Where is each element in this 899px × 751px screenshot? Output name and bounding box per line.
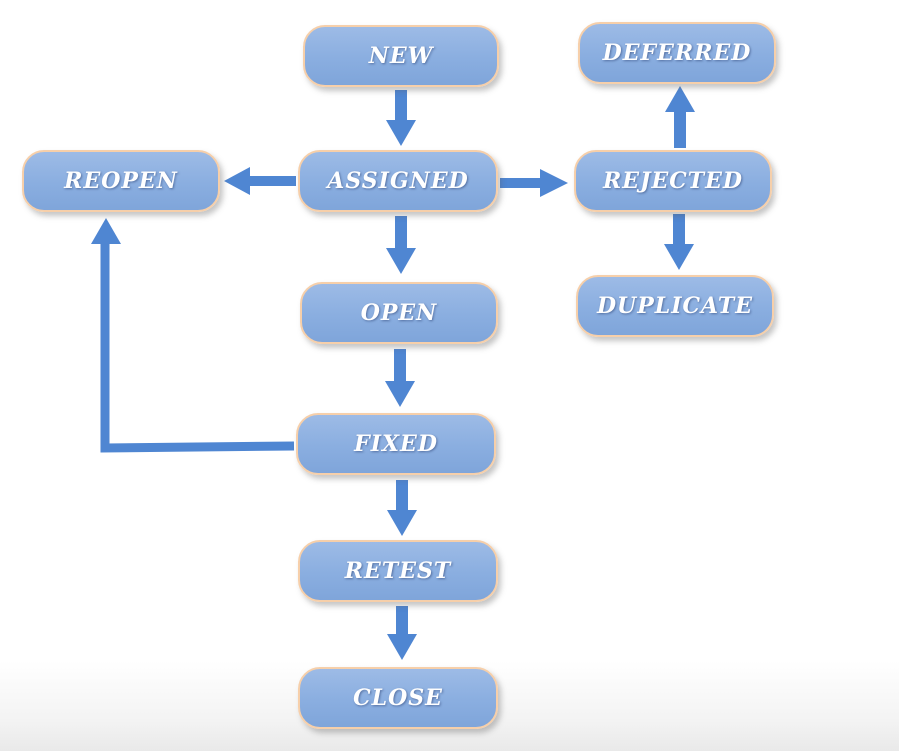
- state-close-label: CLOSE: [353, 685, 443, 711]
- state-new: NEW: [303, 25, 499, 87]
- state-fixed-label: FIXED: [354, 431, 438, 457]
- state-rejected-label: REJECTED: [603, 168, 743, 194]
- arrow-new-to-assigned: [386, 90, 416, 146]
- state-assigned-label: ASSIGNED: [327, 168, 469, 194]
- arrow-assigned-to-rejected: [500, 169, 568, 197]
- arrow-open-to-fixed: [385, 349, 415, 407]
- arrow-assigned-to-reopen: [224, 167, 296, 195]
- state-rejected: REJECTED: [574, 150, 772, 212]
- state-open: OPEN: [300, 282, 498, 344]
- state-reopen: REOPEN: [22, 150, 220, 212]
- state-close: CLOSE: [298, 667, 498, 729]
- state-deferred: DEFERRED: [578, 22, 776, 84]
- arrow-retest-to-close: [387, 606, 417, 660]
- state-retest: RETEST: [298, 540, 498, 602]
- state-deferred-label: DEFERRED: [602, 40, 752, 66]
- state-duplicate: DUPLICATE: [576, 275, 774, 337]
- arrow-assigned-to-open: [386, 216, 416, 274]
- state-reopen-label: REOPEN: [64, 168, 178, 194]
- arrow-rejected-to-deferred: [665, 86, 695, 148]
- state-duplicate-label: DUPLICATE: [596, 293, 754, 319]
- arrow-rejected-to-duplicate: [664, 214, 694, 270]
- arrow-fixed-to-retest: [387, 480, 417, 536]
- state-retest-label: RETEST: [344, 558, 452, 584]
- state-new-label: NEW: [368, 43, 434, 69]
- state-fixed: FIXED: [296, 413, 496, 475]
- arrow-fixed-to-reopen: [91, 218, 295, 453]
- state-assigned: ASSIGNED: [298, 150, 498, 212]
- state-open-label: OPEN: [360, 300, 438, 326]
